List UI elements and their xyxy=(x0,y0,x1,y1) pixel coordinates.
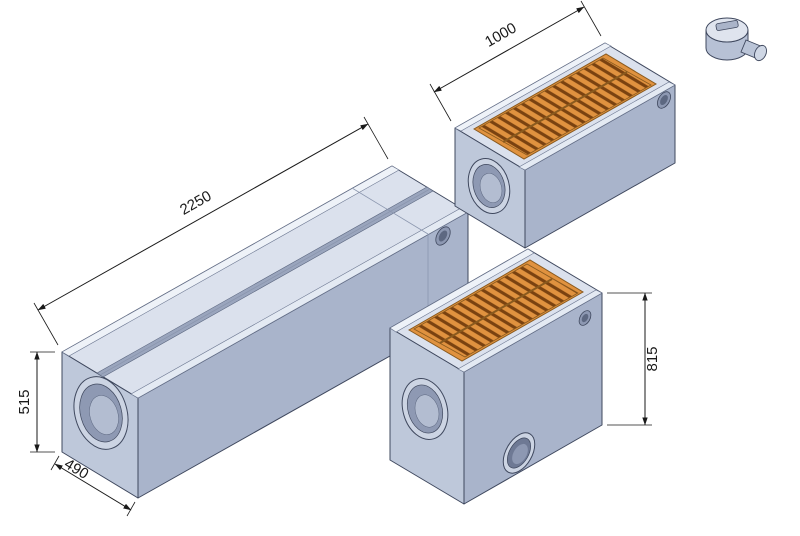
tall-channel-grate-rib xyxy=(439,278,553,344)
end-cap-plug xyxy=(705,17,767,62)
tall-channel-grate xyxy=(408,259,584,362)
short-channel-lifting-anchor xyxy=(657,91,671,109)
dim-label-1000: 1000 xyxy=(482,19,519,50)
tall-channel-edge-chamfer-right xyxy=(457,289,603,373)
long-channel-lifting-anchor xyxy=(435,226,451,246)
long-channel-pipe-socket xyxy=(73,376,129,450)
tall-channel-815 xyxy=(389,248,603,505)
tall-channel-edge-chamfer-left xyxy=(389,248,535,333)
tall-channel-pipe-socket xyxy=(401,378,449,440)
end-cap-key-slot xyxy=(715,20,739,31)
short-channel-edge-chamfer-right xyxy=(518,81,676,171)
tall-channel-outlet-hole xyxy=(502,432,536,474)
dim-channel-height: 515 xyxy=(16,351,55,453)
tall-channel-lifting-anchor xyxy=(578,310,592,326)
dim-label-815: 815 xyxy=(644,346,661,371)
short-channel-grate-rib xyxy=(502,71,628,143)
dim-tall-channel-height: 815 xyxy=(607,292,661,426)
short-channel-pipe-socket xyxy=(467,158,511,214)
dim-label-515: 515 xyxy=(16,389,33,414)
short-channel-1000 xyxy=(454,42,676,249)
end-cap-tab-face xyxy=(754,44,767,62)
